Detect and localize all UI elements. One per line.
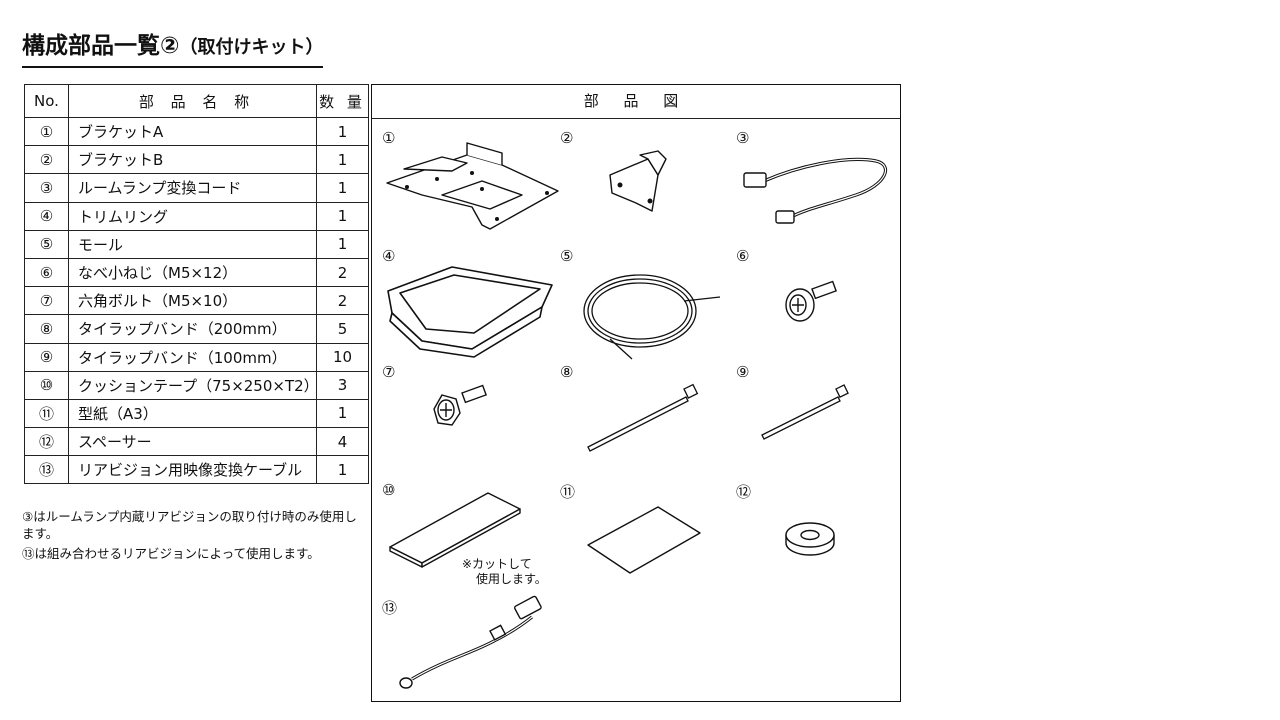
title-main: 構成部品一覧② (22, 33, 180, 59)
row-qty: 1 (316, 229, 369, 259)
figure-label: ⑧ (560, 363, 574, 381)
figure-header: 部 品 図 (372, 85, 900, 119)
row-no: ⑩ (24, 370, 69, 400)
header-qty: 数 量 (316, 84, 369, 118)
note-3: ③はルームランプ内蔵リアビジョンの取り付け時のみ使用します。 (22, 509, 357, 541)
trim-ring-icon (387, 266, 553, 358)
bracket-a-icon (386, 142, 559, 230)
figure-label: ② (560, 129, 574, 147)
figure-label: ⑪ (560, 483, 576, 501)
row-qty: 1 (316, 173, 369, 203)
row-no: ③ (24, 173, 69, 203)
tie-wrap-200-icon (587, 383, 699, 452)
table-header-row: No. 部 品 名 称 数 量 (24, 84, 369, 118)
row-name: なべ小ねじ（M5×12） (68, 257, 317, 288)
row-name: リアビジョン用映像変換ケーブル (68, 455, 317, 485)
row-no: ① (24, 116, 69, 147)
header-name: 部 品 名 称 (68, 84, 317, 118)
row-no: ⑨ (24, 342, 69, 372)
row-no: ⑦ (24, 286, 69, 316)
row-name: タイラップバンド（200mm） (68, 314, 317, 344)
molding-icon (583, 274, 721, 360)
bracket-b-icon (609, 150, 667, 212)
row-qty: 3 (316, 370, 369, 400)
figure-label: ⑫ (736, 483, 752, 501)
row-name: スペーサー (68, 427, 317, 457)
row-name: ブラケットA (68, 116, 317, 147)
video-conversion-cable-icon (399, 595, 542, 689)
row-qty: 1 (316, 455, 369, 485)
row-qty: 5 (316, 314, 369, 344)
notes: ③はルームランプ内蔵リアビジョンの取り付け時のみ使用します。 ⑬は組み合わせるリ… (22, 508, 362, 565)
row-no: ② (24, 145, 69, 175)
row-qty: 1 (316, 398, 369, 429)
figure-label: ⑥ (736, 247, 750, 265)
template-paper-icon (587, 506, 701, 574)
hex-bolt-icon (433, 384, 487, 426)
row-no: ⑧ (24, 314, 69, 344)
row-no: ⑥ (24, 257, 69, 288)
figure-label: ⑦ (382, 363, 396, 381)
figure-label: ⑬ (382, 599, 398, 617)
figure-label: ① (382, 129, 396, 147)
cushion-tape-icon (389, 492, 521, 568)
row-qty: 10 (316, 342, 369, 372)
row-qty: 1 (316, 116, 369, 147)
figure-label: ⑤ (560, 247, 574, 265)
cut-note: ※カットして 使用します。 (462, 557, 547, 587)
row-no: ⑤ (24, 229, 69, 259)
figure-label: ⑨ (736, 363, 750, 381)
row-name: 六角ボルト（M5×10） (68, 286, 317, 316)
row-name: 型紙（A3） (68, 398, 317, 429)
row-no: ④ (24, 201, 69, 231)
tie-wrap-100-icon (761, 384, 849, 440)
header-no: No. (24, 84, 69, 118)
row-qty: 2 (316, 286, 369, 316)
row-no: ⑫ (24, 427, 69, 457)
row-name: タイラップバンド（100mm） (68, 342, 317, 372)
row-no: ⑪ (24, 398, 69, 429)
figure-label: ④ (382, 247, 396, 265)
figure-label: ③ (736, 129, 750, 147)
page-title: 構成部品一覧②（取付けキット） (22, 30, 324, 68)
row-qty: 2 (316, 257, 369, 288)
row-qty: 1 (316, 145, 369, 175)
title-sub: （取付けキット） (179, 37, 324, 58)
conversion-cord-icon (743, 157, 888, 224)
row-name: ブラケットB (68, 145, 317, 175)
row-no: ⑬ (24, 455, 69, 485)
cut-note-line1: ※カットして (462, 557, 532, 571)
cut-note-line2: 使用します。 (476, 572, 547, 586)
row-qty: 1 (316, 201, 369, 231)
parts-figure-box: 部 品 図 ① ② ③ (371, 84, 901, 702)
pan-screw-icon (785, 280, 837, 322)
spacer-icon (785, 522, 835, 556)
row-name: クッションテープ（75×250×T2） (68, 370, 319, 400)
row-name: モール (68, 229, 317, 259)
note-13: ⑬は組み合わせるリアビジョンによって使用します。 (22, 546, 320, 561)
row-name: トリムリング (68, 201, 317, 231)
row-qty: 4 (316, 427, 369, 457)
figure-label: ⑩ (382, 481, 396, 499)
row-name: ルームランプ変換コード (68, 173, 317, 203)
